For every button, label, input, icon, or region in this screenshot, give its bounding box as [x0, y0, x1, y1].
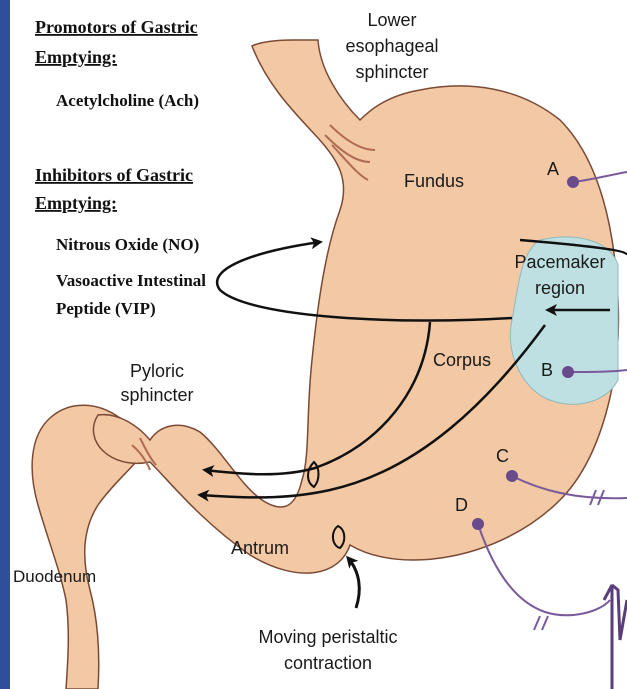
inhibitor-item-2-line1: Vasoactive Intestinal: [56, 271, 206, 290]
pacemaker-label-line1: Pacemaker: [514, 252, 605, 272]
electrode-a-dot: [567, 176, 579, 188]
recording-trace: [604, 585, 627, 689]
inhibitors-heading-line1: Inhibitors of Gastric: [35, 165, 193, 185]
electrode-b-dot: [562, 366, 574, 378]
antrum-label: Antrum: [231, 538, 289, 558]
peristaltic-arrow: [348, 558, 359, 608]
electrode-c-dot: [506, 470, 518, 482]
les-label-line1: Lower: [367, 10, 416, 30]
les-label-line2: esophageal: [345, 36, 438, 56]
fundus-label: Fundus: [404, 171, 464, 191]
peristaltic-label-line2: contraction: [284, 653, 372, 673]
promotor-item: Acetylcholine (Ach): [56, 91, 199, 110]
inhibitor-item-1: Nitrous Oxide (NO): [56, 235, 199, 254]
electrode-a-label: A: [547, 159, 559, 179]
peristaltic-label-line1: Moving peristaltic: [258, 627, 397, 647]
electrode-d-dot: [472, 518, 484, 530]
wire-break-d: [534, 616, 548, 630]
electrode-b-label: B: [541, 360, 553, 380]
les-label-line3: sphincter: [355, 62, 428, 82]
pyloric-label-line2: sphincter: [120, 385, 193, 405]
pyloric-label-line1: Pyloric: [130, 361, 184, 381]
corpus-label: Corpus: [433, 350, 491, 370]
inhibitors-heading-line2: Emptying:: [35, 193, 117, 213]
pacemaker-label-line2: region: [535, 278, 585, 298]
electrode-d-label: D: [455, 495, 468, 515]
electrode-c-label: C: [496, 446, 509, 466]
promotors-heading-line1: Promotors of Gastric: [35, 17, 198, 37]
duodenum-label: Duodenum: [13, 567, 96, 586]
promotors-heading-line2: Emptying:: [35, 47, 117, 67]
inhibitor-item-2-line2: Peptide (VIP): [56, 299, 156, 318]
